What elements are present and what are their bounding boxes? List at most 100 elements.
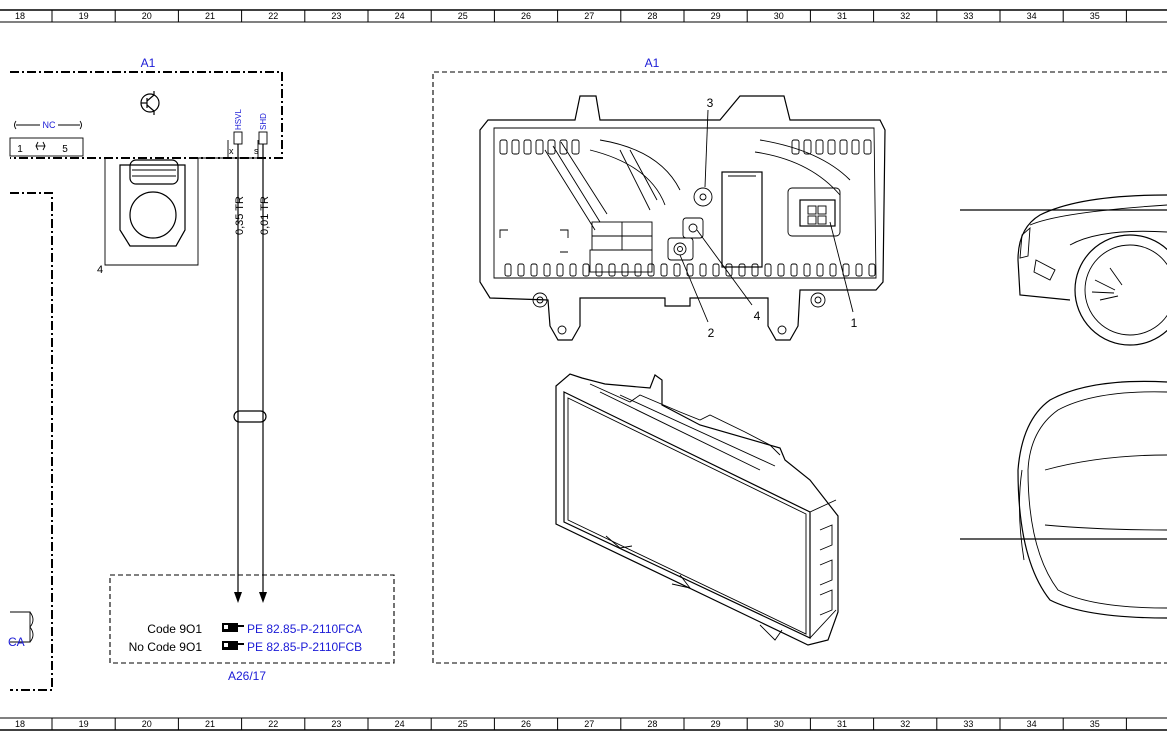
cluster-slot <box>511 139 520 155</box>
grid-number: 25 <box>458 11 468 21</box>
grid-number: 35 <box>1090 11 1100 21</box>
cluster-slot <box>839 139 848 155</box>
cluster-slot <box>686 263 694 277</box>
pin-hsvl: HSVL <box>234 109 243 130</box>
grid-number: 29 <box>711 11 721 21</box>
cluster-slot <box>791 139 800 155</box>
pin-s: s <box>254 146 259 156</box>
pin-left-label: 1 <box>17 144 23 155</box>
connector-number: 4 <box>97 264 103 276</box>
cluster-slot <box>582 263 590 277</box>
nc-contact: NC 1 5 <box>9 120 84 157</box>
reference-hand-icon <box>222 623 244 632</box>
grid-number: 30 <box>774 11 784 21</box>
grid-number: 21 <box>205 719 215 729</box>
car-top-view <box>960 380 1167 619</box>
cluster-slot <box>547 139 556 155</box>
cluster-slot <box>608 263 616 277</box>
grid-number: 34 <box>1027 719 1037 729</box>
cluster-slot <box>829 263 837 277</box>
left-a1-block: A1 NC 1 5 <box>8 56 283 691</box>
cluster-slot <box>868 263 876 277</box>
cluster-slot <box>556 263 564 277</box>
cluster-slot <box>504 263 512 277</box>
cluster-slot <box>569 263 577 277</box>
component-label: A26/17 <box>228 669 266 683</box>
cluster-slot <box>523 139 532 155</box>
grid-number: 34 <box>1027 11 1037 21</box>
wire2-label: 0,01 TR <box>259 196 271 235</box>
grid-number: 27 <box>584 11 594 21</box>
cluster-slot <box>855 263 863 277</box>
reference-row-2[interactable]: No Code 9O1 PE 82.85-P-2110FCB <box>129 640 363 654</box>
cluster-slot <box>842 263 850 277</box>
connector-icon: 4 <box>97 140 259 276</box>
cluster-slot <box>634 263 642 277</box>
grid-number: 21 <box>205 11 215 21</box>
transistor-icon <box>140 91 160 115</box>
right-a1-title: A1 <box>645 56 660 70</box>
wires: 0,35 TR 0,01 TR <box>233 144 271 603</box>
cluster-slot <box>712 263 720 277</box>
reference-box: Code 9O1 PE 82.85-P-2110FCA No Code 9O1 … <box>109 574 395 683</box>
cluster-slot <box>621 263 629 277</box>
cluster-slot <box>790 263 798 277</box>
pin-labels: HSVL SHD x s <box>229 109 268 156</box>
grid-number: 24 <box>395 719 405 729</box>
cluster-slot <box>803 263 811 277</box>
grid-number: 19 <box>79 11 89 21</box>
grid-number: 30 <box>774 719 784 729</box>
callout-1: 1 <box>851 316 858 330</box>
wire1-label: 0,35 TR <box>234 196 246 235</box>
grid-number: 28 <box>647 719 657 729</box>
edge-fragment: CA <box>8 635 25 649</box>
cluster-slot <box>595 263 603 277</box>
instrument-cluster-rear-view: 3 1 2 4 <box>479 95 886 341</box>
instrument-cluster-isometric-view <box>555 373 839 646</box>
nc-label: NC <box>43 120 56 130</box>
callout-3: 3 <box>707 96 714 110</box>
grid-number: 23 <box>331 719 341 729</box>
cluster-slot <box>535 139 544 155</box>
cluster-slot <box>827 139 836 155</box>
grid-number: 20 <box>142 719 152 729</box>
grid-number: 18 <box>15 719 25 729</box>
grid-number: 26 <box>521 719 531 729</box>
cluster-slot <box>699 263 707 277</box>
grid-number: 18 <box>15 11 25 21</box>
cluster-slot <box>660 263 668 277</box>
pin-x: x <box>229 146 234 156</box>
callout-2: 2 <box>708 326 715 340</box>
cluster-slot <box>816 263 824 277</box>
cluster-slot <box>803 139 812 155</box>
cluster-slot <box>571 139 580 155</box>
grid-number: 29 <box>711 719 721 729</box>
grid-number: 33 <box>963 11 973 21</box>
reference-hand-icon <box>222 641 244 650</box>
cluster-slot <box>815 139 824 155</box>
reference-link-2[interactable]: PE 82.85-P-2110FCB <box>247 640 362 654</box>
grid-number: 22 <box>268 11 278 21</box>
cluster-slot <box>530 263 538 277</box>
grid-number: 32 <box>900 719 910 729</box>
grid-number: 23 <box>331 11 341 21</box>
grid-number: 27 <box>584 719 594 729</box>
grid-number: 19 <box>79 719 89 729</box>
reference-row-1[interactable]: Code 9O1 PE 82.85-P-2110FCA <box>147 622 362 636</box>
cluster-slot <box>738 263 746 277</box>
reference-link-1[interactable]: PE 82.85-P-2110FCA <box>247 622 362 636</box>
reference-condition-2: No Code 9O1 <box>129 640 203 654</box>
cluster-slot <box>751 263 759 277</box>
reference-condition-1: Code 9O1 <box>147 622 202 636</box>
pin-right-label: 5 <box>62 144 68 155</box>
pin-shd: SHD <box>259 113 268 130</box>
cluster-slot <box>543 263 551 277</box>
grid-number: 35 <box>1090 719 1100 729</box>
grid-number: 20 <box>142 11 152 21</box>
right-a1-block: A1 <box>432 56 1167 664</box>
grid-number: 26 <box>521 11 531 21</box>
grid-number: 32 <box>900 11 910 21</box>
